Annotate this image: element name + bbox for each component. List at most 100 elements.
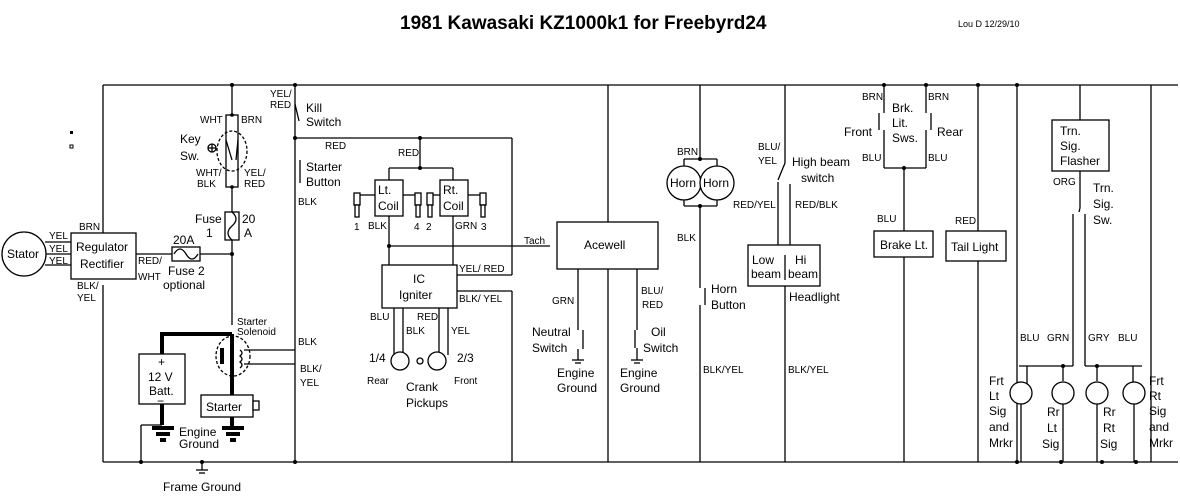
svg-text:Rectifier: Rectifier <box>80 257 124 271</box>
svg-text:Engine: Engine <box>620 366 658 380</box>
svg-text:Rt: Rt <box>1103 421 1116 435</box>
svg-text:Starter: Starter <box>237 317 268 328</box>
svg-text:Horn: Horn <box>711 282 737 296</box>
svg-text:Mrkr: Mrkr <box>1149 436 1173 450</box>
svg-text:WHT: WHT <box>138 272 161 283</box>
svg-text:YEL: YEL <box>451 326 470 337</box>
svg-text:Rear: Rear <box>367 376 389 387</box>
ignition-circuit: RED RED BLK GRN Tach YEL/ RED BLK/ YEL <box>293 136 550 462</box>
svg-text:Sig: Sig <box>1042 437 1059 451</box>
rr-lt-sig-label: Rr Lt Sig <box>1042 405 1060 451</box>
ground-bus <box>103 85 1178 463</box>
svg-text:BLK: BLK <box>298 197 317 208</box>
svg-text:RED: RED <box>325 141 346 152</box>
svg-text:Rr: Rr <box>1103 405 1116 419</box>
svg-text:and: and <box>989 420 1009 434</box>
svg-text:Lit.: Lit. <box>892 116 908 130</box>
svg-text:Ground: Ground <box>557 381 597 395</box>
high-beam-switch: BLU/ YEL High beam switch RED/YEL RED/BL… <box>733 85 850 245</box>
svg-text:Coil: Coil <box>443 199 464 213</box>
svg-text:BLU: BLU <box>1118 333 1137 344</box>
svg-text:Trn.: Trn. <box>1093 181 1114 195</box>
svg-text:+: + <box>158 355 165 369</box>
svg-text:Igniter: Igniter <box>399 288 432 302</box>
starter-button: Starter Button BLK <box>298 160 342 208</box>
svg-text:BRN: BRN <box>928 92 949 103</box>
svg-text:Sig: Sig <box>989 404 1006 418</box>
svg-text:BLK/: BLK/ <box>300 364 322 375</box>
svg-text:Kill: Kill <box>306 101 322 115</box>
svg-text:BLK: BLK <box>197 179 216 190</box>
turn-signal-lamps: BLU GRN GRY BLU <box>1009 85 1152 462</box>
battery: + 12 V Batt. − <box>138 332 232 442</box>
svg-text:BLK: BLK <box>368 221 387 232</box>
svg-text:Sig.: Sig. <box>1060 139 1081 153</box>
svg-text:12 V: 12 V <box>148 370 173 384</box>
svg-text:Button: Button <box>711 298 746 312</box>
svg-text:Flasher: Flasher <box>1060 154 1100 168</box>
svg-text:Neutral: Neutral <box>532 325 571 339</box>
svg-text:Fuse 2: Fuse 2 <box>168 264 205 278</box>
power-bus <box>102 84 1178 462</box>
marker-open <box>69 144 74 149</box>
svg-text:Front: Front <box>844 125 873 139</box>
svg-text:YEL: YEL <box>49 256 68 267</box>
svg-text:Oil: Oil <box>651 325 666 339</box>
svg-text:Rear: Rear <box>937 125 963 139</box>
svg-text:RED: RED <box>417 312 438 323</box>
svg-text:BRN: BRN <box>79 222 100 233</box>
svg-text:BLK: BLK <box>298 337 317 348</box>
svg-text:RED/YEL: RED/YEL <box>733 200 776 211</box>
svg-text:Front: Front <box>454 376 478 387</box>
svg-text:RED: RED <box>244 179 265 190</box>
svg-text:Solenoid: Solenoid <box>237 327 276 338</box>
oil-switch: Oil Switch Engine Ground <box>620 325 678 395</box>
svg-text:RED: RED <box>270 100 291 111</box>
svg-text:GRN: GRN <box>455 221 477 232</box>
acewell-gauge: Acewell GRN BLU/ RED <box>552 85 663 462</box>
svg-text:switch: switch <box>801 171 834 185</box>
svg-text:BLU/: BLU/ <box>641 286 663 297</box>
svg-text:Switch: Switch <box>306 115 341 129</box>
svg-text:Acewell: Acewell <box>584 238 625 252</box>
svg-text:Frame Ground: Frame Ground <box>163 480 241 494</box>
svg-text:Engine: Engine <box>557 366 595 380</box>
svg-text:Sig.: Sig. <box>1093 197 1114 211</box>
svg-text:ORG: ORG <box>1053 177 1076 188</box>
svg-text:Button: Button <box>306 175 341 189</box>
svg-text:RED: RED <box>955 216 976 227</box>
svg-text:BRN: BRN <box>862 92 883 103</box>
svg-text:GRY: GRY <box>1088 333 1110 344</box>
svg-text:Mrkr: Mrkr <box>989 436 1013 450</box>
svg-text:GRN: GRN <box>1047 333 1069 344</box>
frame-ground: Frame Ground <box>163 462 241 494</box>
kill-switch: Kill Switch YEL/ RED <box>270 89 341 129</box>
svg-text:Lt.: Lt. <box>378 183 391 197</box>
starter-motor: Starter <box>200 394 260 442</box>
svg-text:and: and <box>1149 420 1169 434</box>
svg-text:YEL: YEL <box>300 378 319 389</box>
svg-text:2/3: 2/3 <box>457 351 474 365</box>
brake-light-switches: BRN BRN Brk. Lit. Sws. Front Rear BLU BL… <box>844 85 963 231</box>
svg-text:GRN: GRN <box>552 296 574 307</box>
svg-text:Fuse: Fuse <box>195 212 222 226</box>
svg-text:RED/BLK: RED/BLK <box>795 200 838 211</box>
svg-text:Starter: Starter <box>206 400 242 414</box>
svg-text:Lt: Lt <box>989 389 1000 403</box>
svg-text:Frt: Frt <box>989 374 1004 388</box>
fuse-2: 20A Fuse 2 optional <box>163 233 234 292</box>
svg-text:beam: beam <box>751 267 781 281</box>
svg-text:WHT/: WHT/ <box>196 168 222 179</box>
svg-text:BLK/: BLK/ <box>77 281 99 292</box>
svg-text:WHT: WHT <box>200 115 223 126</box>
ic-igniter: IC Igniter BLU BLK RED YEL <box>370 264 470 355</box>
svg-text:optional: optional <box>163 278 205 292</box>
svg-text:Stator: Stator <box>7 247 39 261</box>
svg-text:Hi: Hi <box>795 253 806 267</box>
tail-light: Tail Light RED <box>945 85 1007 462</box>
author-credit: Lou D 12/29/10 <box>958 19 1020 29</box>
svg-text:Pickups: Pickups <box>406 396 448 410</box>
svg-text:Rt: Rt <box>1149 389 1162 403</box>
svg-text:beam: beam <box>788 267 818 281</box>
svg-text:YEL/ RED: YEL/ RED <box>459 264 505 275</box>
